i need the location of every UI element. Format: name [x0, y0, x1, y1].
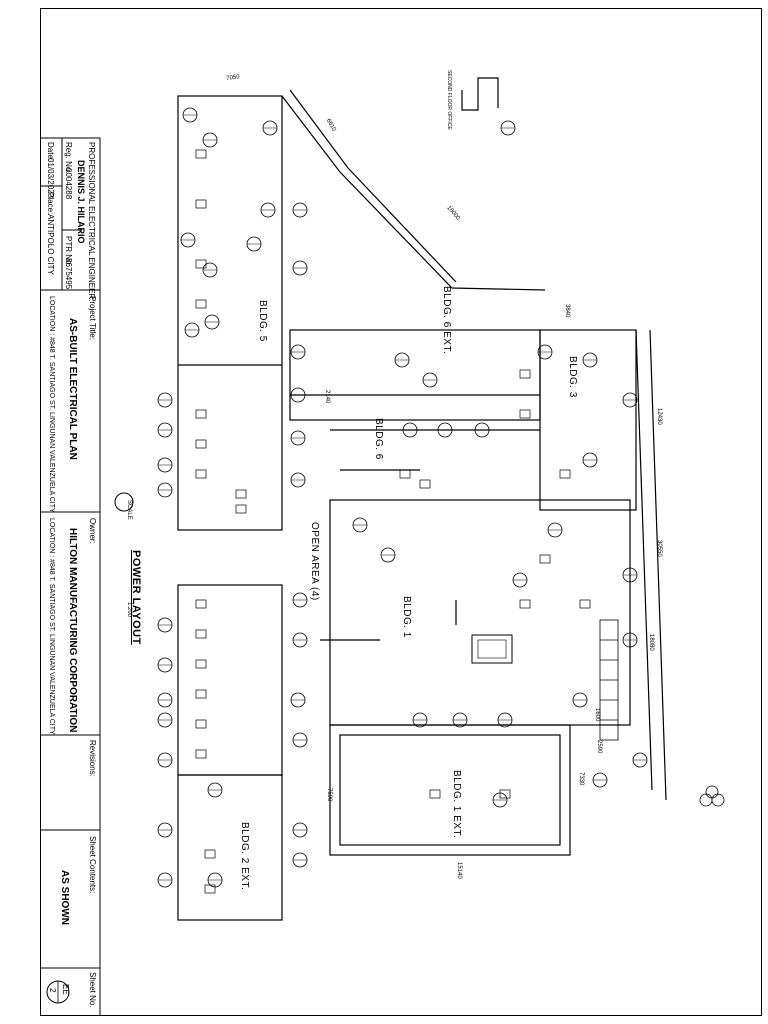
label-bldg2ext: BLDG. 2 EXT. — [239, 822, 250, 891]
drawing-title: POWER LAYOUT — [130, 550, 142, 645]
equipment-symbol — [195, 719, 207, 729]
equipment-symbol — [235, 489, 247, 499]
equipment-symbol — [195, 409, 207, 419]
scale-label: SCALE — [126, 500, 132, 520]
equipment-symbol — [195, 599, 207, 609]
equipment-symbol — [499, 789, 511, 799]
equipment-symbol — [195, 149, 207, 159]
label-bldg6: BLDG. 6 — [373, 418, 384, 460]
equipment-symbol — [519, 409, 531, 419]
label-bldg5: BLDG. 5 — [257, 300, 268, 342]
equipment-symbol — [579, 599, 591, 609]
bldg2-area-outline — [177, 584, 283, 776]
equipment-symbol — [519, 369, 531, 379]
equipment-symbol — [195, 629, 207, 639]
second-floor-label: SECOND FLOOR OFFICE — [446, 70, 452, 130]
equipment-symbol — [519, 599, 531, 609]
scale-value: 1:200 — [126, 602, 132, 618]
equipment-symbol — [204, 884, 216, 894]
equipment-symbol — [429, 789, 441, 799]
equipment-symbol — [195, 199, 207, 209]
equipment-symbol — [195, 439, 207, 449]
equipment-symbol — [195, 299, 207, 309]
dim-15140: 15140 — [456, 862, 462, 879]
dim-12430: 12430 — [656, 408, 662, 425]
dim-2140: 2140 — [324, 390, 330, 404]
equipment-symbol — [235, 504, 247, 514]
second-floor-office — [461, 77, 499, 111]
equipment-symbol — [204, 849, 216, 859]
equipment-symbol — [559, 469, 571, 479]
bldg3-outline — [539, 329, 637, 511]
dim-30550: 30550 — [656, 540, 662, 557]
dim-1600: 1600 — [594, 708, 600, 722]
equipment-symbol — [419, 479, 431, 489]
equipment-symbol — [195, 689, 207, 699]
stair-ramp — [599, 619, 619, 741]
label-bldg3: BLDG. 3 — [567, 356, 578, 398]
scale-circle — [114, 492, 134, 512]
label-bldg1ext: BLDG. 1 EXT. — [451, 770, 462, 839]
bldg5-outline — [177, 95, 283, 531]
bldg2ext-outline — [177, 774, 283, 921]
label-bldg1: BLDG. 1 — [401, 596, 412, 638]
dim-7590: 7590 — [326, 788, 332, 802]
dim-3840: 3840 — [564, 304, 570, 318]
equipment-symbol — [195, 469, 207, 479]
equipment-symbol — [195, 749, 207, 759]
dim-7330: 7330 — [578, 772, 584, 786]
bldg1-outline — [329, 499, 631, 726]
dim-2590: 2590 — [596, 740, 602, 754]
equipment-symbol — [539, 554, 551, 564]
equipment-symbol — [195, 259, 207, 269]
transformer-symbol — [699, 785, 725, 807]
equipment-symbol — [399, 469, 411, 479]
equipment-box — [471, 634, 513, 664]
dim-18080: 18080 — [648, 634, 654, 651]
bldg6-outline — [289, 329, 541, 421]
angled-wall — [281, 95, 546, 291]
equipment-symbol — [195, 659, 207, 669]
label-open-area: OPEN AREA (4) — [309, 522, 320, 601]
label-bldg6ext: BLDG. 6 EXT. — [441, 286, 452, 355]
bldg1ext-outline — [329, 724, 571, 856]
